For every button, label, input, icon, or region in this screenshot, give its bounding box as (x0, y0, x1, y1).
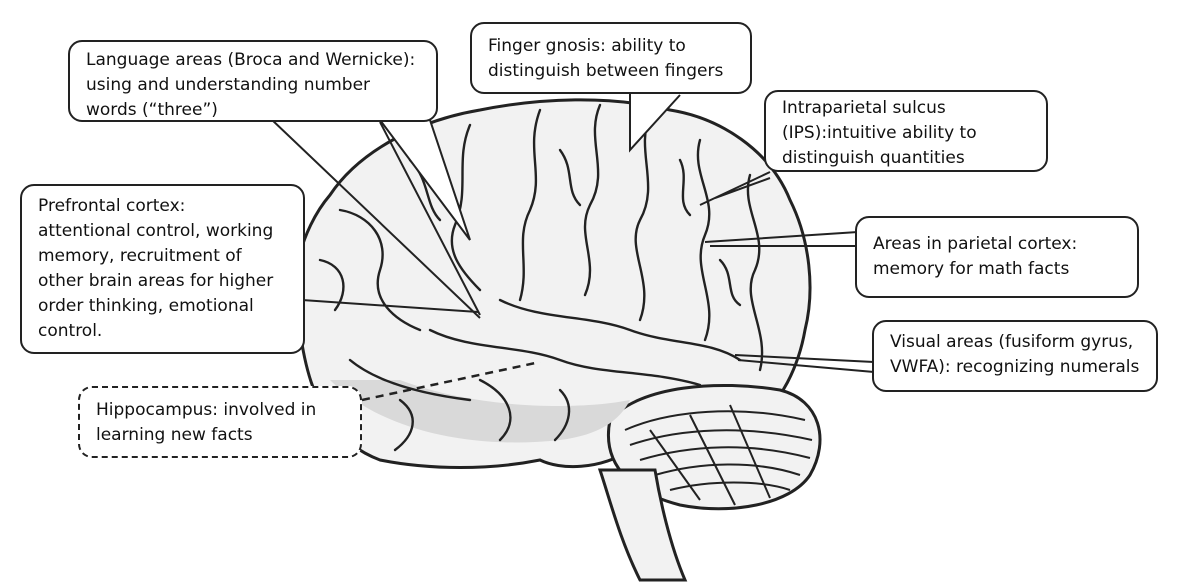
callout-parietal-cortex: Areas in parietal cortex: memory for mat… (855, 216, 1139, 298)
hippocampus-pointer (361, 360, 541, 402)
callout-hippocampus-line-2: learning new facts (96, 425, 253, 445)
callout-ips-line-1: Intraparietal sulcus (782, 98, 946, 118)
callout-ips-line-2: (IPS):intuitive ability to (782, 123, 977, 143)
callout-prefrontal-line-4: other brain areas for higher (38, 271, 274, 291)
callout-finger-line-1: Finger gnosis: ability to (488, 36, 686, 56)
callout-language-line-2: using and understanding number (86, 75, 371, 95)
callout-hippocampus-line-1: Hippocampus: involved in (96, 400, 317, 420)
callout-ips-line-3: distinguish quantities (782, 148, 965, 168)
callout-visual-areas: Visual areas (fusiform gyrus, VWFA): rec… (872, 320, 1158, 392)
callout-prefrontal-line-1: Prefrontal cortex: (38, 196, 186, 216)
finger-pointer (629, 92, 681, 153)
callout-visual-line-2: VWFA): recognizing numerals (890, 357, 1140, 377)
callout-prefrontal-line-3: memory, recruitment of (38, 246, 242, 266)
temporal-lobe-shadow (330, 380, 630, 443)
callout-language-line-1: Language areas (Broca and Wernicke): (86, 50, 416, 70)
callout-prefrontal-line-2: attentional control, working (38, 221, 274, 241)
callout-prefrontal-cortex: Prefrontal cortex: attentional control, … (20, 184, 305, 354)
callout-intraparietal-sulcus: Intraparietal sulcus (IPS):intuitive abi… (764, 90, 1048, 172)
callout-prefrontal-line-6: control. (38, 321, 103, 341)
callout-language-areas: Language areas (Broca and Wernicke): usi… (68, 40, 438, 122)
parietal-pointer (704, 231, 859, 247)
callout-hippocampus: Hippocampus: involved in learning new fa… (78, 386, 362, 458)
brainstem (597, 468, 688, 582)
callout-pointers (269, 92, 875, 373)
visual-pointer (734, 354, 875, 373)
prefrontal-pointer (301, 299, 479, 313)
callout-parietal-line-1: Areas in parietal cortex: (873, 234, 1078, 254)
callout-language-line-3: words (“three”) (86, 100, 218, 120)
callout-visual-line-1: Visual areas (fusiform gyrus, (890, 332, 1134, 352)
callout-parietal-line-2: memory for math facts (873, 259, 1070, 279)
cerebellum-folia (624, 404, 813, 506)
language-pointer (269, 117, 481, 319)
callout-prefrontal-line-5: order thinking, emotional (38, 296, 254, 316)
ips-pointer (699, 171, 771, 206)
callout-finger-line-2: distinguish between fingers (488, 61, 724, 81)
callout-finger-gnosis: Finger gnosis: ability to distinguish be… (470, 22, 752, 94)
